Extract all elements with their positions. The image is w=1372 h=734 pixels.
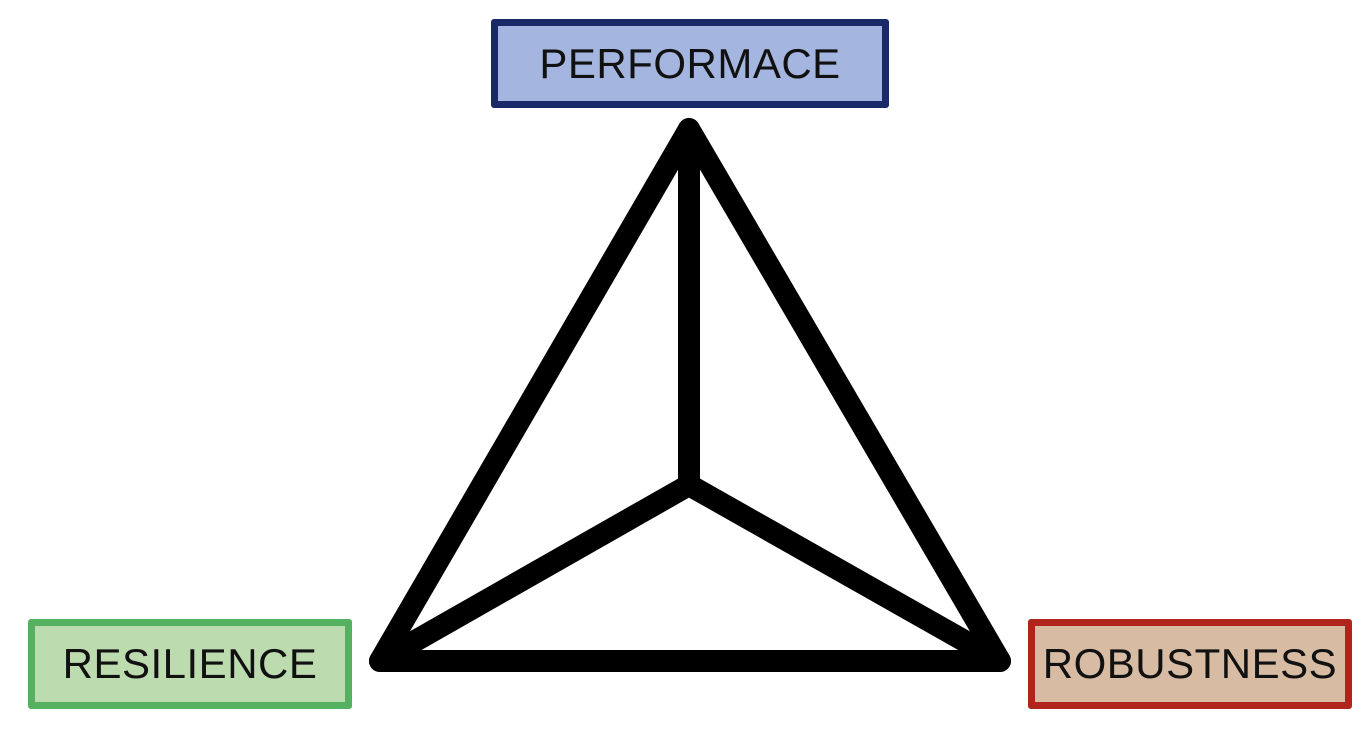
robustness-label: ROBUSTNESS [1042,640,1338,687]
performance-label-box: PERFORMACE [491,19,889,108]
resilience-label-box: RESILIENCE [28,619,352,709]
robustness-label-box: ROBUSTNESS [1028,619,1352,709]
resilience-label: RESILIENCE [62,640,318,687]
edge-center-to-right [678,474,1011,672]
edge-center-to-left [369,474,700,672]
performance-label: PERFORMACE [539,39,841,87]
outer-triangle [369,118,1011,672]
